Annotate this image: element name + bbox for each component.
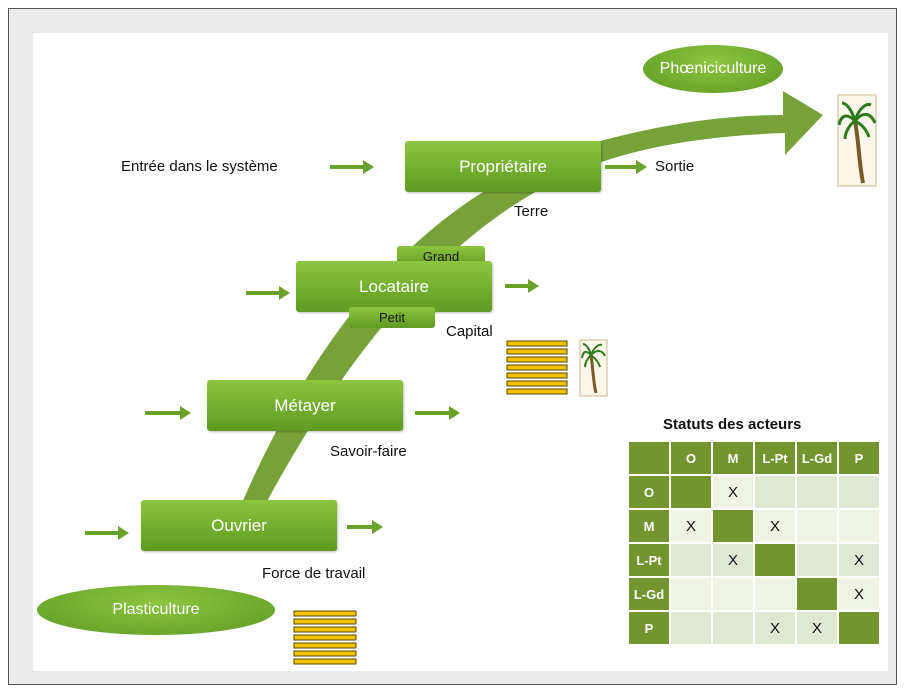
force-de-travail-label: Force de travail [262,565,366,582]
table-cell: X [839,578,879,610]
phoeniciculture-oval: Phœniciculture [643,45,783,93]
stacked-bars-icon [506,340,568,395]
ouvrier-label: Ouvrier [211,515,267,535]
header-cell: L-Pt [755,442,795,474]
table-cell [671,544,711,576]
terre-label: Terre [514,203,549,220]
table-cell: X [755,510,795,542]
petit-label: Petit [378,310,405,325]
petit-box: Petit [349,307,435,328]
entree-label: Entrée dans le système [121,158,278,175]
row-header: M [629,510,669,542]
row-header: O [629,476,669,508]
locataire-label: Locataire [359,276,429,296]
table-row: L-Pt X X [629,544,879,576]
table-cell [839,476,879,508]
table-cell [797,578,837,610]
table-header-row: O M L-Pt L-Gd P [629,442,879,474]
table-cell [671,612,711,644]
table-title: Statuts des acteurs [663,416,802,433]
diagram-canvas: Phœniciculture Plasticulture Entrée dans… [33,33,888,671]
table-cell: X [797,612,837,644]
table-cell [797,544,837,576]
plasticulture-label: Plasticulture [112,601,200,618]
header-cell: M [713,442,753,474]
table-cell [797,476,837,508]
table-cell [839,612,879,644]
table-cell [713,578,753,610]
table-cell: X [671,510,711,542]
header-cell: P [839,442,879,474]
table-cell [671,578,711,610]
plasticulture-oval: Plasticulture [37,585,275,635]
locataire-box: Locataire [296,261,492,312]
proprietaire-box: Propriétaire [405,141,601,192]
table-cell [671,476,711,508]
corner-cell [629,442,669,474]
row-header: P [629,612,669,644]
palm-tree-icon [837,94,877,187]
proprietaire-label: Propriétaire [459,156,547,176]
table-cell [755,476,795,508]
capital-label: Capital [446,323,493,340]
stacked-bars-icon [293,610,357,665]
row-header: L-Gd [629,578,669,610]
header-cell: L-Gd [797,442,837,474]
small-arrows [85,160,647,540]
savoir-faire-label: Savoir-faire [330,443,407,460]
metayer-label: Métayer [274,395,336,415]
ouvrier-box: Ouvrier [141,500,337,551]
table-cell [713,510,753,542]
table-row: O X [629,476,879,508]
table-cell [755,544,795,576]
table-cell: X [755,612,795,644]
table-cell [755,578,795,610]
phoeniciculture-label: Phœniciculture [659,60,767,77]
table-cell [839,510,879,542]
table-cell: X [839,544,879,576]
grand-label: Grand [422,249,460,264]
table-cell: X [713,544,753,576]
table-row: M X X [629,510,879,542]
status-table: O M L-Pt L-Gd P O X M X X L-Pt X X L-Gd … [627,440,881,646]
table-row: P X X [629,612,879,644]
table-cell [713,612,753,644]
header-cell: O [671,442,711,474]
sortie-label: Sortie [655,158,695,175]
metayer-box: Métayer [207,380,403,431]
row-header: L-Pt [629,544,669,576]
table-cell [797,510,837,542]
palm-tree-icon [579,339,608,397]
table-cell: X [713,476,753,508]
table-row: L-Gd X [629,578,879,610]
